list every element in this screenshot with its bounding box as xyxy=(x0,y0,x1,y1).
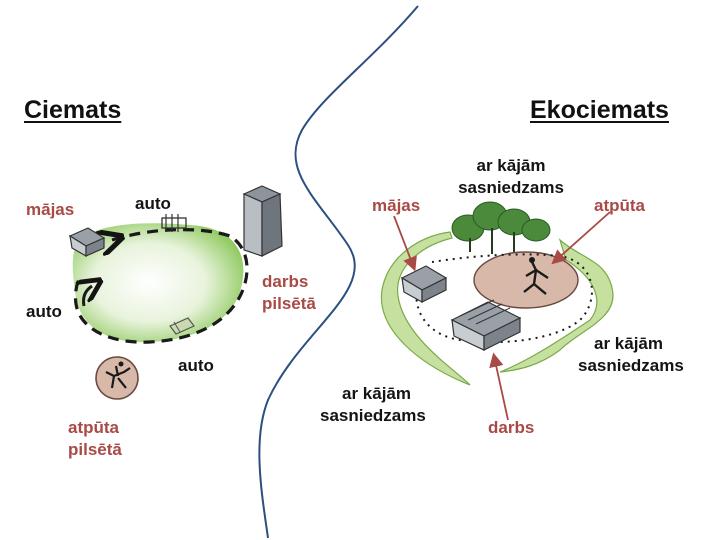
label-walk-top-2: sasniedzams xyxy=(458,178,564,197)
label-majas-right: mājas xyxy=(372,196,421,215)
label-walk-left-2: sasniedzams xyxy=(320,406,426,425)
tree-cluster-icon xyxy=(451,201,551,254)
car-arrow-up xyxy=(83,286,92,307)
green-path-right xyxy=(499,238,614,373)
label-atputa-right: atpūta xyxy=(594,196,645,215)
runner-figure-icon xyxy=(523,261,549,295)
eco-house-icon xyxy=(400,265,448,304)
label-walk-right-2: sasniedzams xyxy=(578,356,684,375)
label-majas-left: mājas xyxy=(26,200,75,219)
arrow-darbs xyxy=(489,352,509,421)
label-darbs: darbs xyxy=(262,272,309,291)
label-auto-left: auto xyxy=(26,302,62,321)
green-path-left xyxy=(380,231,471,386)
car-icon-top xyxy=(161,214,187,232)
label-walk-top-1: ar kājām xyxy=(476,156,546,175)
arrow-majas xyxy=(393,215,417,272)
label-walk-right-1: ar kājām xyxy=(594,334,663,353)
house-icon xyxy=(68,227,106,258)
park-area xyxy=(473,251,579,309)
label-darbs-right: darbs xyxy=(488,418,535,437)
label-atputa-left: atpūta xyxy=(68,418,119,437)
arrow-atputa xyxy=(551,211,611,265)
label-walk-left-1: ar kājām xyxy=(342,384,411,403)
heading-ciemats: Ciemats xyxy=(24,96,122,124)
office-building-icon xyxy=(242,185,283,257)
car-route-loop xyxy=(73,228,249,344)
car-icon-bottom xyxy=(169,317,195,335)
heading-ekociemats: Ekociemats xyxy=(530,96,669,124)
label-auto-top: auto xyxy=(135,194,171,213)
workshop-building-icon xyxy=(450,299,522,351)
label-pilseta-darbs: pilsētā xyxy=(262,294,316,313)
label-auto-bottom: auto xyxy=(178,356,214,375)
label-pilseta-atputa: pilsētā xyxy=(68,440,122,459)
leisure-circle-icon xyxy=(95,356,139,400)
divider-curve xyxy=(258,5,419,539)
